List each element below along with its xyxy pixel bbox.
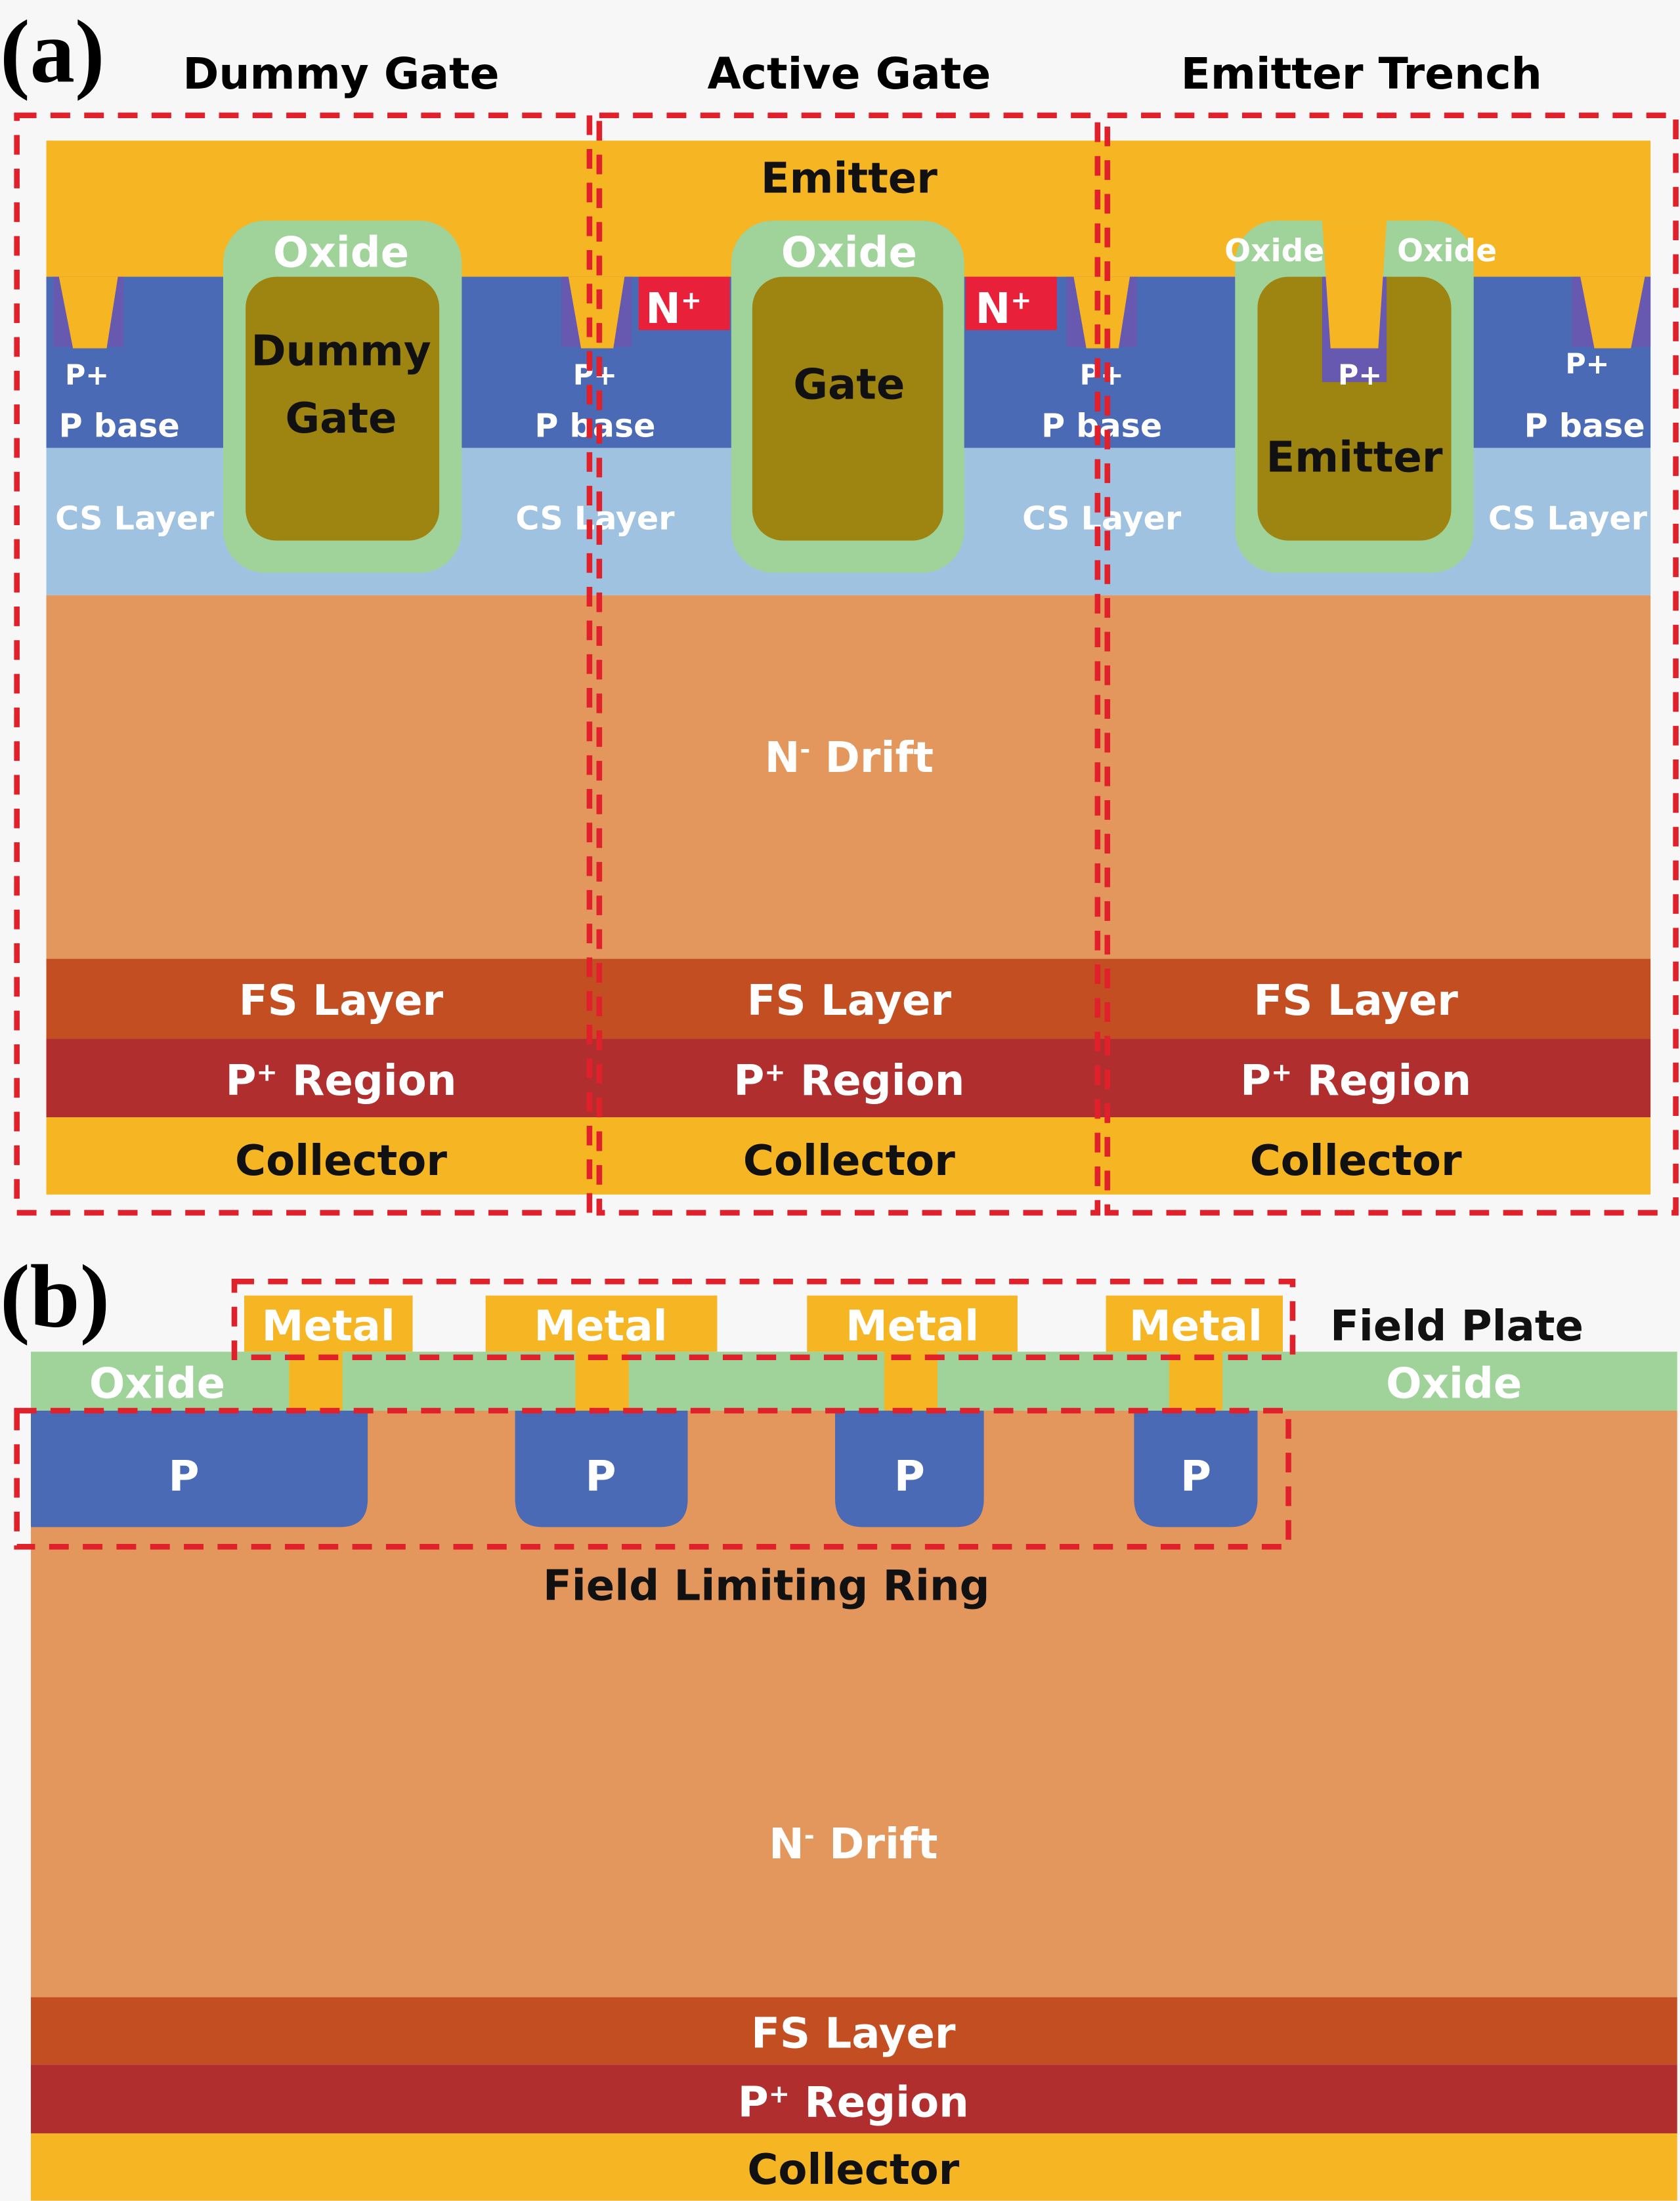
metal-label: Metal	[1129, 1302, 1262, 1351]
n-drift	[46, 595, 1651, 959]
p-base-label: P base	[59, 406, 180, 444]
metal-plate	[485, 1295, 718, 1352]
p-region-label: P+ Region	[738, 2078, 969, 2127]
collector-label: Collector	[747, 2145, 959, 2194]
n-plus-label: N+	[645, 284, 702, 333]
trench-emitter-label: Emitter	[1266, 433, 1443, 482]
flr-label: Field Limiting Ring	[543, 1562, 990, 1611]
emitter-trench-poly	[1257, 276, 1452, 541]
collector-label: Collector	[235, 1136, 447, 1186]
p-ring	[835, 1410, 984, 1528]
dummy-gate-label: Gate	[285, 394, 397, 443]
n-drift-label: N- Drift	[769, 1820, 937, 1869]
emitter-trench-box	[1104, 112, 1679, 1216]
p-base-label: P base	[1524, 406, 1645, 444]
n-plus-label: N+	[976, 284, 1032, 333]
p-region-label: P+ Region	[1240, 1056, 1471, 1105]
dummy-gate-poly	[246, 276, 440, 541]
metal-plate	[1106, 1295, 1283, 1352]
dummy-gate-label: Dummy	[251, 326, 431, 375]
panel-a-structure	[46, 140, 1651, 1195]
cs-layer-label: CS Layer	[55, 499, 215, 537]
p-plus-region	[46, 1038, 1651, 1118]
collector-label: Collector	[743, 1136, 955, 1186]
p-base-label: P base	[1041, 406, 1162, 444]
p-label: P	[169, 1452, 200, 1501]
oxide-label: Oxide	[273, 228, 409, 278]
section-emitter-trench: Emitter Trench	[1181, 48, 1542, 99]
flr-box	[14, 1407, 1291, 1550]
p-ring	[1134, 1410, 1258, 1528]
oxide-label: Oxide	[781, 228, 917, 278]
active-gate-box	[596, 112, 1101, 1216]
p-plus-label: P+	[573, 359, 617, 392]
n-plus-right	[965, 276, 1057, 330]
active-gate-poly	[752, 276, 943, 541]
gate-label: Gate	[793, 360, 905, 410]
oxide-label: Oxide	[1397, 233, 1497, 269]
cs-layer-label: CS Layer	[1022, 499, 1182, 537]
p-plus-label: P+	[1338, 359, 1382, 392]
fs-layer-label: FS Layer	[751, 2009, 956, 2059]
metal-label: Metal	[846, 1302, 979, 1351]
panel-b-label: (b)	[0, 1247, 110, 1346]
field-plate-box	[231, 1279, 1296, 1361]
collector	[46, 1117, 1651, 1195]
cs-layer-label: CS Layer	[515, 499, 675, 537]
section-dummy-gate: Dummy Gate	[183, 48, 499, 99]
n-drift-label: N- Drift	[765, 733, 934, 782]
emitter-label: Emitter	[761, 154, 937, 203]
oxide-label: Oxide	[1224, 233, 1324, 269]
collector	[31, 2133, 1677, 2201]
cs-layer-label: CS Layer	[1488, 499, 1648, 537]
section-active-gate: Active Gate	[707, 48, 991, 99]
metal-plate	[244, 1295, 413, 1352]
metal-plate	[807, 1295, 1018, 1352]
field-plate-label: Field Plate	[1330, 1302, 1583, 1351]
p-ring	[31, 1410, 368, 1528]
p-plus-label: P+	[1565, 348, 1609, 381]
p-region-label: P+ Region	[225, 1056, 456, 1105]
trench-emitter-contact	[1322, 221, 1387, 349]
p-plus-contacts	[53, 276, 1651, 349]
fs-layer	[46, 958, 1651, 1039]
p-label: P	[894, 1452, 925, 1501]
collector-label: Collector	[1250, 1136, 1462, 1186]
oxide-label: Oxide	[89, 1359, 225, 1409]
p-label: P	[1180, 1452, 1211, 1501]
fs-layer	[31, 1997, 1677, 2065]
oxide-label: Oxide	[1386, 1359, 1522, 1409]
p-plus-label: P+	[1080, 359, 1124, 392]
panel-b-structure	[31, 1295, 1677, 2201]
n-plus-left	[638, 276, 730, 330]
fs-layer-label: FS Layer	[1253, 976, 1458, 1025]
p-ring	[515, 1410, 688, 1528]
p-region-label: P+ Region	[733, 1056, 964, 1105]
metal-label: Metal	[534, 1302, 667, 1351]
p-plus-label: P+	[65, 359, 109, 392]
p-base-label: P base	[534, 406, 655, 444]
dummy-gate-box	[14, 112, 593, 1216]
p-label: P	[585, 1452, 616, 1501]
panel-a-label: (a)	[0, 1, 105, 101]
metal-label: Metal	[262, 1302, 395, 1351]
fs-layer-label: FS Layer	[239, 976, 444, 1025]
p-plus-region	[31, 2064, 1677, 2133]
fs-layer-label: FS Layer	[747, 976, 952, 1025]
